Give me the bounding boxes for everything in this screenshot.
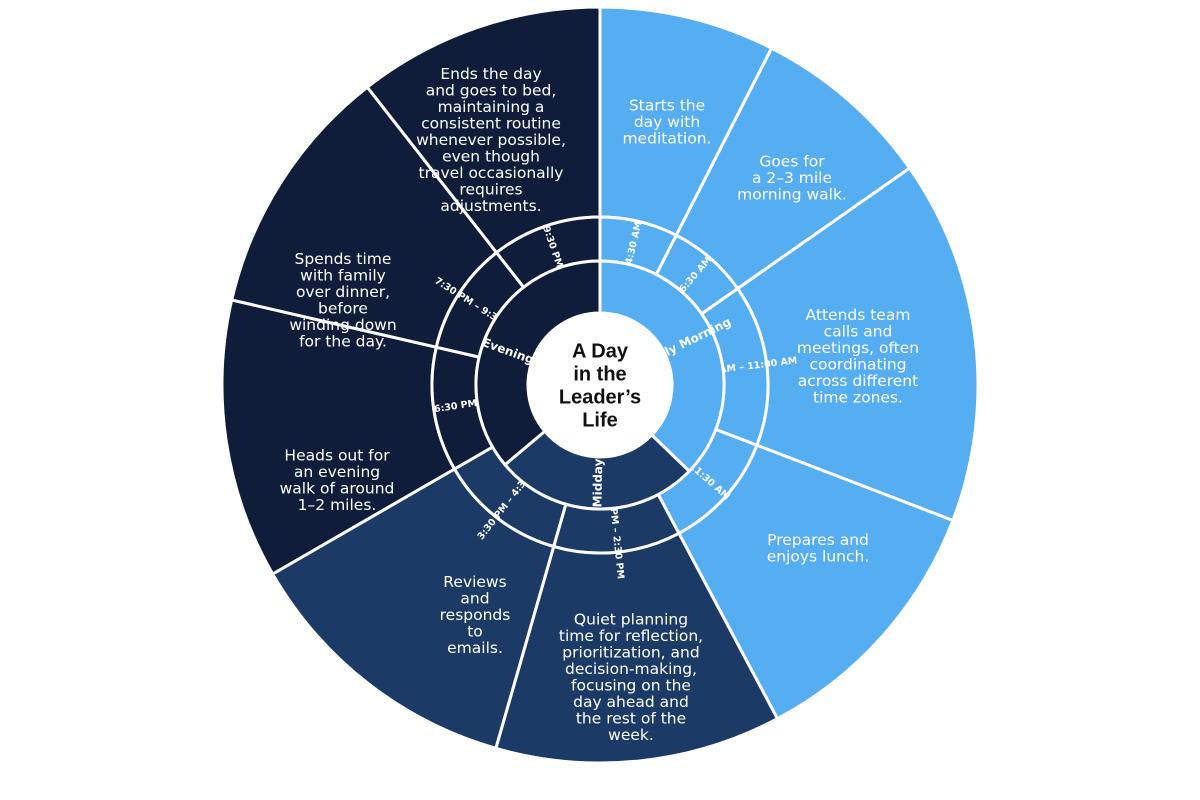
period-label: Midday bbox=[590, 458, 605, 507]
center-circle bbox=[528, 313, 672, 457]
